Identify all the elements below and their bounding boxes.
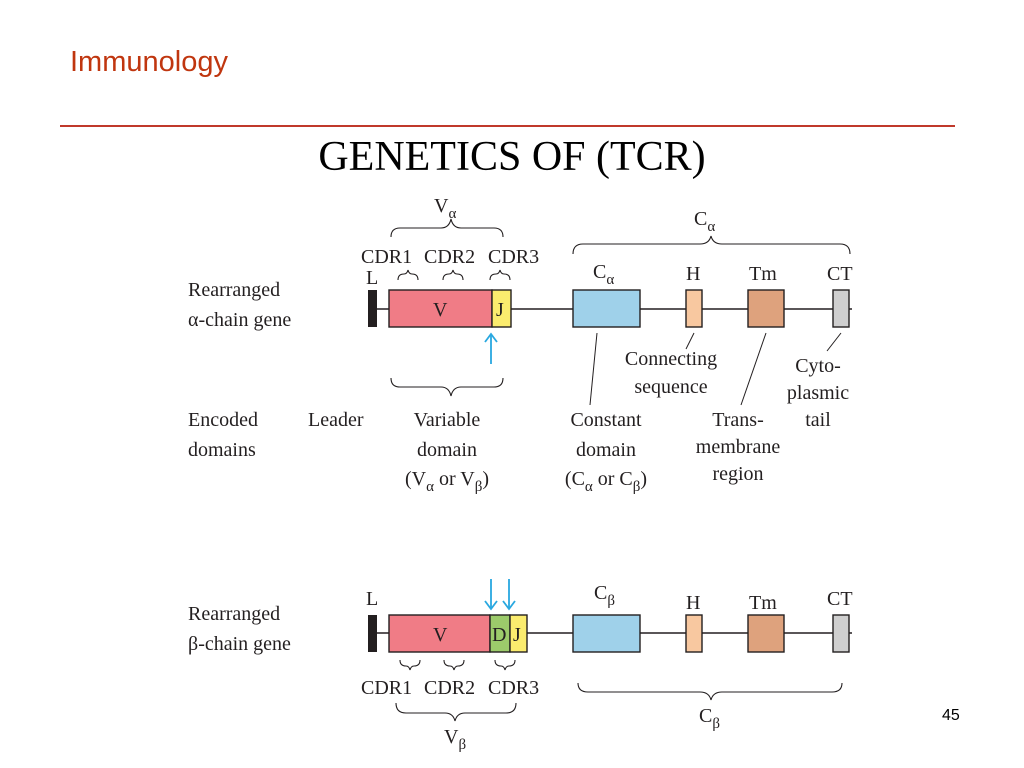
beta-c-region-bracket xyxy=(577,682,843,701)
alpha-constant-segment xyxy=(572,289,641,328)
encoded-domains-group: Encoded domains Leader Variable domain (… xyxy=(188,348,849,495)
transmembrane-label-1: Trans- xyxy=(712,409,764,431)
page-number: 45 xyxy=(942,707,960,724)
alpha-ct-label: CT xyxy=(827,263,853,285)
alpha-tm-label: Tm xyxy=(749,263,777,285)
cytoplasmic-tail-label-2: plasmic xyxy=(787,382,849,404)
slide-heading: GENETICS OF (TCR) xyxy=(318,134,706,180)
beta-leader-segment xyxy=(368,615,377,652)
beta-constant-segment xyxy=(572,614,641,653)
alpha-cdr1-label: CDR1 xyxy=(361,246,412,268)
beta-cdr1-label: CDR1 xyxy=(361,677,412,699)
beta-row-label-2: β-chain gene xyxy=(188,633,291,655)
constant-domain-label-2: domain xyxy=(576,439,636,461)
alpha-hinge-segment xyxy=(685,289,703,328)
connecting-sequence-label-1: Connecting xyxy=(625,348,717,370)
variable-domain-label-1: Variable xyxy=(414,409,481,431)
cytoplasmic-tail-label-3: tail xyxy=(805,409,831,431)
alpha-ct-pointer xyxy=(826,332,842,352)
alpha-row-label-2: α-chain gene xyxy=(188,309,291,331)
alpha-cdr3-brace xyxy=(489,269,511,281)
beta-cdr2-brace xyxy=(443,659,465,671)
header-title: Immunology xyxy=(70,46,228,78)
alpha-chain-group: Vα Cα CDR1 CDR2 CDR3 L Cα H Tm CT Rearra… xyxy=(188,195,853,406)
beta-joining-text: J xyxy=(513,624,521,646)
beta-variable-text: V xyxy=(433,624,448,646)
beta-cdr1-brace xyxy=(399,659,421,671)
beta-diversity-text: D xyxy=(492,624,506,646)
beta-cdr3-label: CDR3 xyxy=(488,677,539,699)
beta-ct-label: CT xyxy=(827,588,853,610)
header-divider xyxy=(60,125,955,127)
beta-tm-segment xyxy=(747,614,785,653)
beta-v-region-label: Vβ xyxy=(444,726,466,753)
beta-leader-label: L xyxy=(366,588,378,610)
alpha-tm-pointer xyxy=(740,332,767,406)
alpha-row-label-1: Rearranged xyxy=(188,279,280,301)
cytoplasmic-tail-label-1: Cyto- xyxy=(795,355,841,377)
beta-hinge-label: H xyxy=(686,592,700,614)
beta-variable-segment xyxy=(388,614,491,653)
variable-domain-formula: (Vα or Vβ) xyxy=(405,468,489,495)
beta-hinge-segment xyxy=(685,614,703,653)
beta-cdr2-label: CDR2 xyxy=(424,677,475,699)
alpha-joining-segment xyxy=(491,289,512,328)
alpha-constant-pointer xyxy=(589,332,598,406)
transmembrane-label-3: region xyxy=(712,463,763,485)
beta-row-label-1: Rearranged xyxy=(188,603,280,625)
alpha-variable-segment xyxy=(388,289,493,328)
leader-domain-label: Leader xyxy=(308,409,364,431)
alpha-cdr3-label: CDR3 xyxy=(488,246,539,268)
alpha-ct-segment xyxy=(832,289,850,328)
beta-v-region-bracket xyxy=(395,702,517,722)
constant-domain-formula: (Cα or Cβ) xyxy=(565,468,647,495)
alpha-hinge-pointer xyxy=(685,332,695,350)
alpha-cdr1-brace xyxy=(397,269,419,281)
encoded-domains-label-1: Encoded xyxy=(188,409,258,431)
alpha-v-region-bracket xyxy=(390,218,504,238)
alpha-tm-segment xyxy=(747,289,785,328)
beta-chain-group: L Cβ H Tm CT Rearranged β-chain gene V D… xyxy=(188,579,853,753)
constant-domain-label-1: Constant xyxy=(570,409,642,431)
beta-ct-segment xyxy=(832,614,850,653)
alpha-leader-label: L xyxy=(366,267,378,289)
alpha-hinge-label: H xyxy=(686,263,700,285)
transmembrane-label-2: membrane xyxy=(696,436,781,458)
beta-cdr3-brace xyxy=(494,659,516,671)
alpha-c-region-label: Cα xyxy=(694,208,715,235)
alpha-variable-text: V xyxy=(433,299,448,321)
beta-vd-junction-arrowhead xyxy=(484,600,498,611)
variable-domain-bracket xyxy=(390,377,504,397)
beta-tm-label: Tm xyxy=(749,592,777,614)
connecting-sequence-label-2: sequence xyxy=(634,376,707,398)
alpha-constant-label: Cα xyxy=(593,261,614,288)
alpha-cdr2-brace xyxy=(442,269,464,281)
beta-constant-label: Cβ xyxy=(594,582,615,609)
alpha-junction-arrowhead xyxy=(484,332,498,343)
alpha-joining-text: J xyxy=(496,299,504,321)
alpha-c-region-bracket xyxy=(572,235,851,255)
encoded-domains-label-2: domains xyxy=(188,439,256,461)
alpha-leader-segment xyxy=(368,290,377,327)
variable-domain-label-2: domain xyxy=(417,439,477,461)
alpha-v-region-label: Vα xyxy=(434,195,456,222)
beta-c-region-label: Cβ xyxy=(699,705,720,732)
alpha-cdr2-label: CDR2 xyxy=(424,246,475,268)
beta-dj-junction-arrowhead xyxy=(502,600,516,611)
beta-joining-segment xyxy=(509,614,528,653)
